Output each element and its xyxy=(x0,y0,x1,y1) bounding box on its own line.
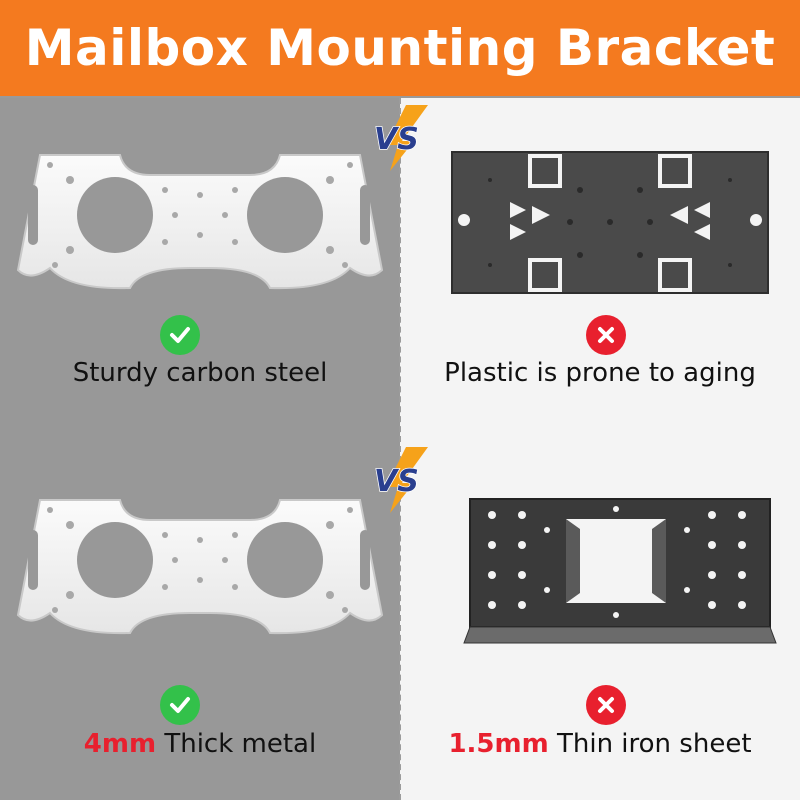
dashed-divider xyxy=(399,98,401,800)
right-caption-1: Plastic is prone to aging xyxy=(444,358,756,388)
caption-text: Thick metal xyxy=(156,729,317,759)
thickness-value: 1.5mm xyxy=(448,729,549,759)
iron-sheet-image xyxy=(463,498,777,644)
title-banner: Mailbox Mounting Bracket xyxy=(0,0,800,98)
cross-icon xyxy=(586,685,626,725)
cross-icon xyxy=(586,315,626,355)
left-caption-1: Sturdy carbon steel xyxy=(72,358,328,388)
page-title: Mailbox Mounting Bracket xyxy=(24,19,776,77)
vs-badge-icon: VS xyxy=(373,105,428,171)
check-icon xyxy=(160,315,200,355)
vs-badge-icon: VS xyxy=(373,447,428,513)
plastic-plate-image xyxy=(451,151,769,294)
steel-bracket-image xyxy=(16,499,384,635)
check-icon xyxy=(160,685,200,725)
left-caption-2: 4mm Thick metal xyxy=(0,729,400,759)
steel-bracket-image xyxy=(16,154,384,290)
right-caption-2: 1.5mm Thin iron sheet xyxy=(400,729,800,759)
caption-text: Thin iron sheet xyxy=(548,729,752,759)
thickness-value: 4mm xyxy=(83,729,157,759)
vs-text: VS xyxy=(374,464,419,499)
vs-text: VS xyxy=(374,122,419,157)
